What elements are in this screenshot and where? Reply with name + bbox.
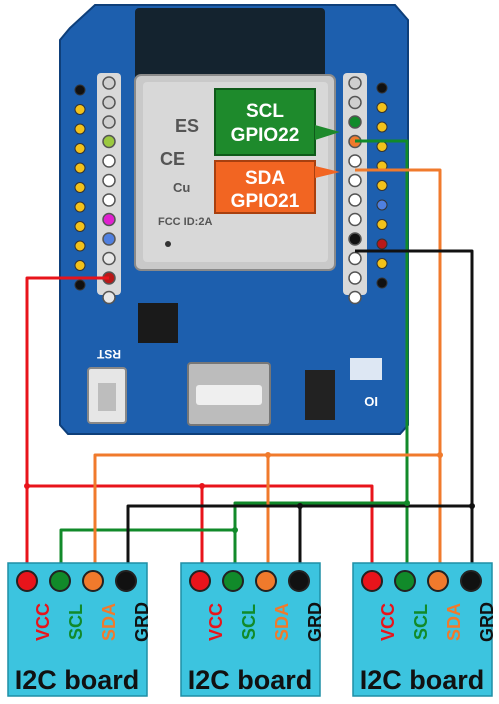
scl-callout: SCL GPIO22 — [214, 88, 340, 156]
left-inner-pin — [102, 76, 116, 90]
sda-callout-line2: GPIO21 — [231, 191, 300, 212]
right-inner-pin — [348, 212, 362, 227]
i2c-board-3: VCC SCL SDA GRD I2C board — [352, 562, 497, 697]
right-outer-pin — [376, 199, 388, 211]
left-inner-pin — [102, 212, 116, 227]
left-inner-pin — [102, 173, 116, 188]
sda-wire — [93, 168, 442, 578]
wire-junctions — [24, 452, 475, 533]
ic-chip — [138, 303, 178, 343]
left-inner-pin — [102, 251, 116, 266]
left-outer-pin — [74, 240, 86, 252]
i2c-pin-scl — [49, 570, 71, 592]
i2c-pin-label-scl: SCL — [411, 604, 431, 640]
i2c-pin-sda — [255, 570, 277, 592]
right-outer-pin — [376, 277, 388, 289]
i2c-pin-grd — [115, 570, 137, 592]
i2c-pin-label-grd: GRD — [477, 602, 497, 642]
left-inner-pin — [102, 154, 116, 168]
left-inner-pin — [102, 232, 116, 246]
right-outer-pin — [376, 238, 388, 250]
left-outer-pin — [74, 84, 86, 96]
right-inner-pin — [348, 95, 362, 110]
header-pins — [74, 76, 388, 305]
i2c-pin-scl — [222, 570, 244, 592]
right-inner-pin — [348, 76, 362, 90]
left-inner-pin — [102, 95, 116, 110]
i2c-pin-label-vcc: VCC — [206, 603, 226, 641]
right-inner-pin — [348, 271, 362, 285]
right-inner-pin — [348, 232, 362, 246]
left-outer-pin — [74, 104, 86, 115]
i2c-pin-sda — [82, 570, 104, 592]
i2c-pin-label-sda: SDA — [99, 603, 119, 641]
i2c-pin-label-vcc: VCC — [33, 603, 53, 641]
left-outer-pin — [74, 279, 86, 291]
left-outer-pin — [74, 201, 86, 213]
i2c-board-title: I2C board — [360, 665, 485, 695]
scl-wire — [59, 139, 409, 578]
i2c-pin-sda — [427, 570, 449, 592]
i2c-board-title: I2C board — [188, 665, 313, 695]
i2c-board-2: VCC SCL SDA GRD I2C board — [180, 562, 325, 697]
chip-text-es: ES — [175, 116, 199, 136]
right-outer-pin — [376, 180, 388, 191]
left-inner-pin — [102, 290, 116, 305]
scl-callout-line1: SCL — [246, 101, 284, 122]
right-inner-pin — [348, 290, 362, 305]
i2c-pin-vcc — [361, 570, 383, 592]
i2c-pin-label-sda: SDA — [444, 603, 464, 641]
left-inner-pin — [102, 193, 116, 207]
i2c-pin-label-grd: GRD — [305, 602, 325, 642]
right-outer-pin — [376, 102, 388, 113]
i2c-board-title: I2C board — [15, 665, 140, 695]
i2c-pin-grd — [460, 570, 482, 592]
i2c-pin-label-vcc: VCC — [378, 603, 398, 641]
i2c-pin-vcc — [189, 570, 211, 592]
sda-callout: SDA GPIO21 — [214, 160, 340, 214]
left-inner-pin — [102, 115, 116, 129]
left-outer-pin — [74, 260, 86, 271]
chip-text-ce: CE — [160, 149, 185, 169]
chip-text-cu: Cu — [173, 180, 190, 195]
right-inner-pin — [348, 193, 362, 207]
io-label: IO — [364, 394, 378, 409]
left-outer-pin — [74, 143, 86, 154]
left-outer-pin — [74, 182, 86, 193]
left-outer-pin — [74, 123, 86, 135]
right-inner-pin — [348, 154, 362, 168]
left-outer-pin — [74, 221, 86, 232]
left-inner-pin — [102, 134, 116, 149]
right-outer-pin — [376, 141, 388, 152]
i2c-pin-label-grd: GRD — [132, 602, 152, 642]
i2c-modules: VCC SCL SDA GRD I2C board VCC SCL SDA GRD I2C boa… — [7, 562, 497, 697]
i2c-board-1: VCC SCL SDA GRD I2C board — [7, 562, 152, 697]
i2c-pin-scl — [394, 570, 416, 592]
right-inner-pin — [348, 173, 362, 188]
i2c-pin-label-sda: SDA — [272, 603, 292, 641]
right-outer-pin — [376, 219, 388, 230]
right-inner-pin — [348, 251, 362, 266]
right-outer-pin — [376, 82, 388, 94]
i2c-pin-grd — [288, 570, 310, 592]
right-outer-pin — [376, 258, 388, 269]
right-inner-pin — [348, 115, 362, 129]
left-outer-pin — [74, 162, 86, 174]
rst-label: RST — [96, 347, 121, 361]
wifi-antenna-area — [135, 8, 325, 83]
right-outer-pin — [376, 121, 388, 133]
i2c-pin-vcc — [16, 570, 38, 592]
i2c-pin-label-scl: SCL — [66, 604, 86, 640]
scl-callout-line2: GPIO22 — [231, 125, 300, 146]
chip-text-fcc: FCC ID:2A — [158, 216, 212, 228]
i2c-pin-label-scl: SCL — [239, 604, 259, 640]
sda-callout-line1: SDA — [245, 168, 285, 189]
